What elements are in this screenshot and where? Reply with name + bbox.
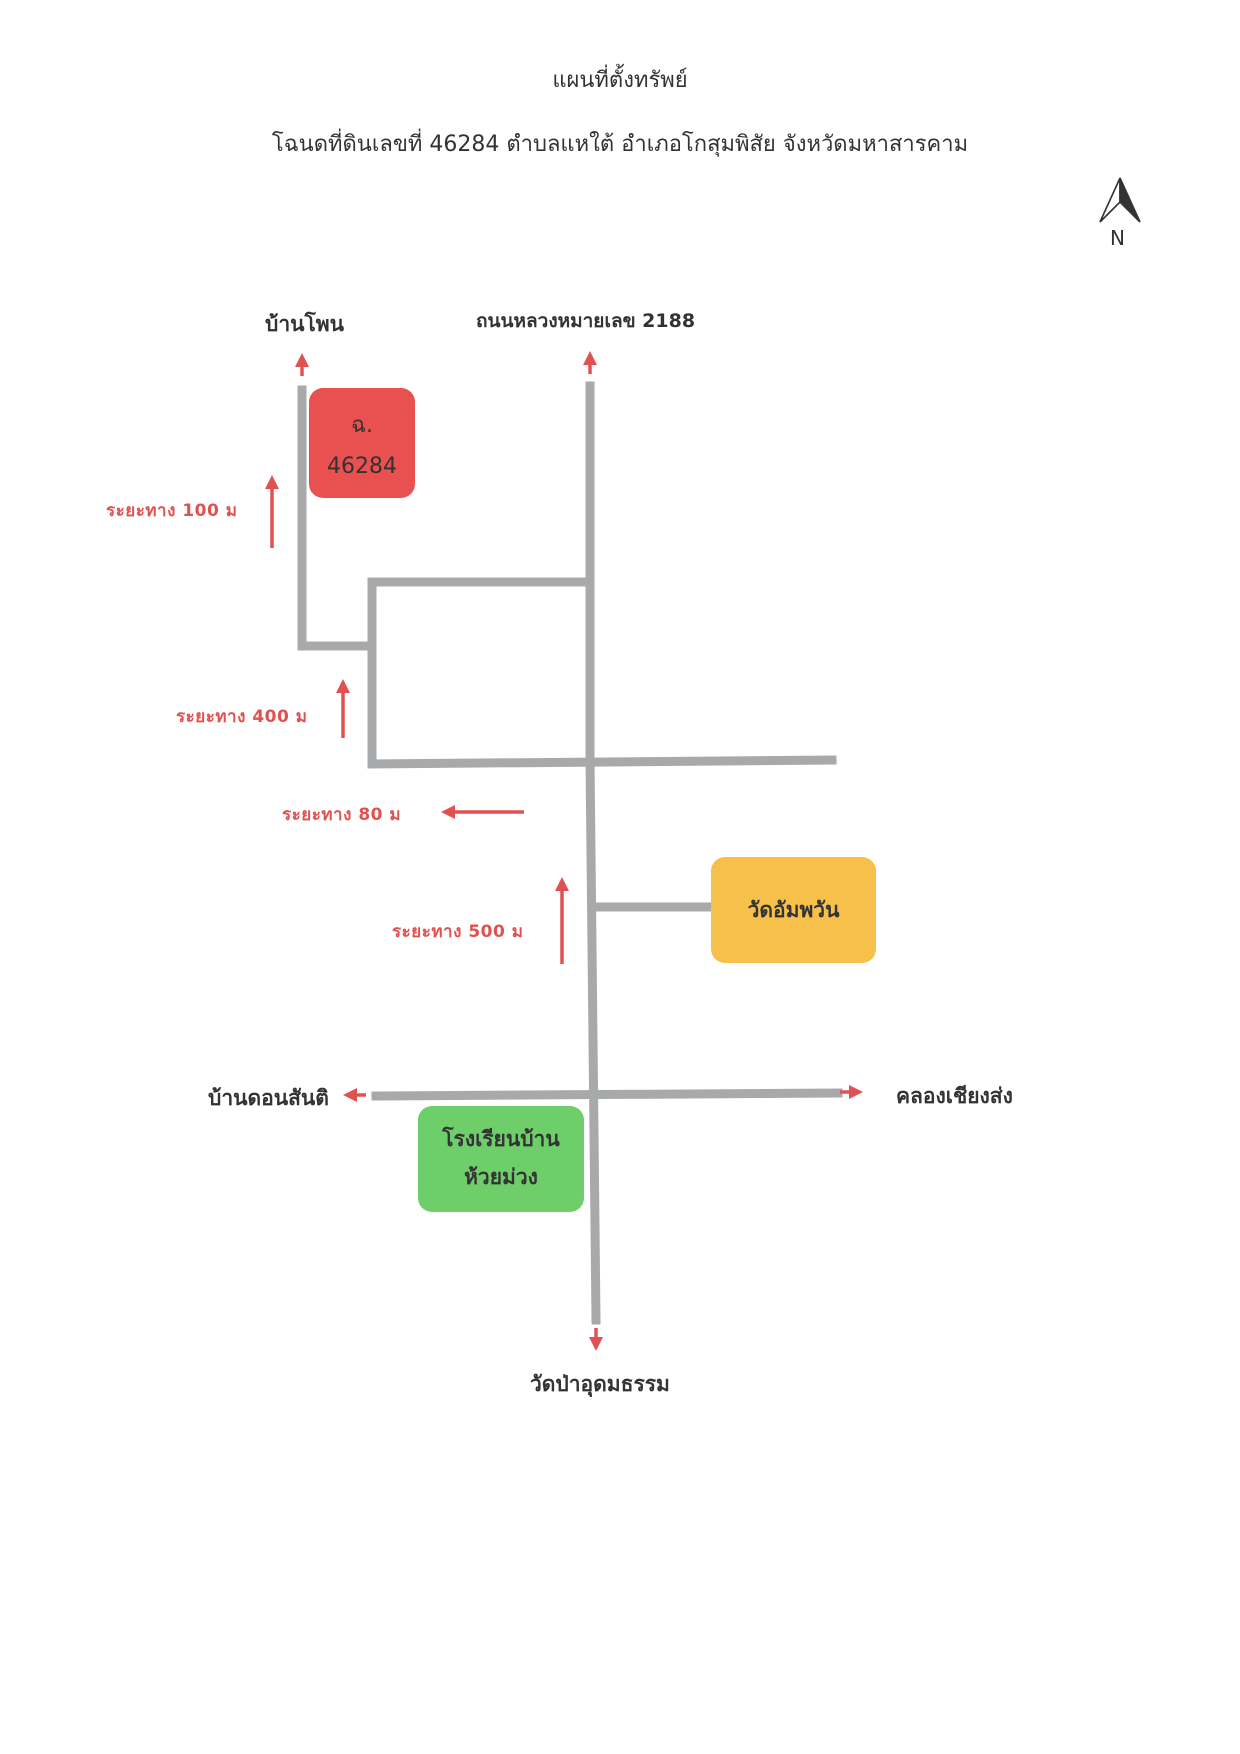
- label-ban-phon: บ้านโพน: [265, 312, 344, 336]
- school-label-line2: ห้วยม่วง: [464, 1165, 538, 1189]
- north-letter: N: [1110, 226, 1125, 250]
- deed-subtitle: โฉนดที่ดินเลขที่ 46284 ตำบลแหใต้ อำเภอโก…: [271, 132, 969, 157]
- distance-500-label: ระยะทาง 500 ม: [392, 922, 524, 942]
- parcel-number: 46284: [327, 454, 397, 479]
- temple-marker: วัดอัมพวัน: [711, 857, 876, 963]
- temple-label: วัดอัมพวัน: [747, 897, 840, 922]
- north-arrow-icon: N: [1092, 176, 1148, 252]
- school-label-line1: โรงเรียนบ้าน: [442, 1127, 560, 1152]
- parcel-prefix: ฉ.: [351, 413, 373, 438]
- label-ban-don-santi: บ้านดอนสันติ: [208, 1086, 329, 1110]
- label-khlong-chiang-song: คลองเชียงส่ง: [896, 1084, 1013, 1108]
- distance-400-label: ระยะทาง 400 ม: [176, 707, 308, 727]
- distance-100-label: ระยะทาง 100 ม: [106, 501, 238, 521]
- road-connector: [367, 577, 837, 769]
- road-ban-phon: [297, 385, 377, 651]
- page-title: แผนที่ตั้งทรัพย์: [552, 68, 688, 93]
- parcel-marker: ฉ. 46284: [309, 388, 415, 498]
- school-marker: โรงเรียนบ้าน ห้วยม่วง: [418, 1106, 584, 1212]
- label-wat-pa-udom: วัดป่าอุดมธรรม: [530, 1372, 670, 1396]
- label-highway: ถนนหลวงหมายเลข 2188: [476, 310, 696, 332]
- road-east-west: [371, 1088, 843, 1101]
- road-highway: [585, 381, 601, 1325]
- distance-80-label: ระยะทาง 80 ม: [282, 805, 402, 825]
